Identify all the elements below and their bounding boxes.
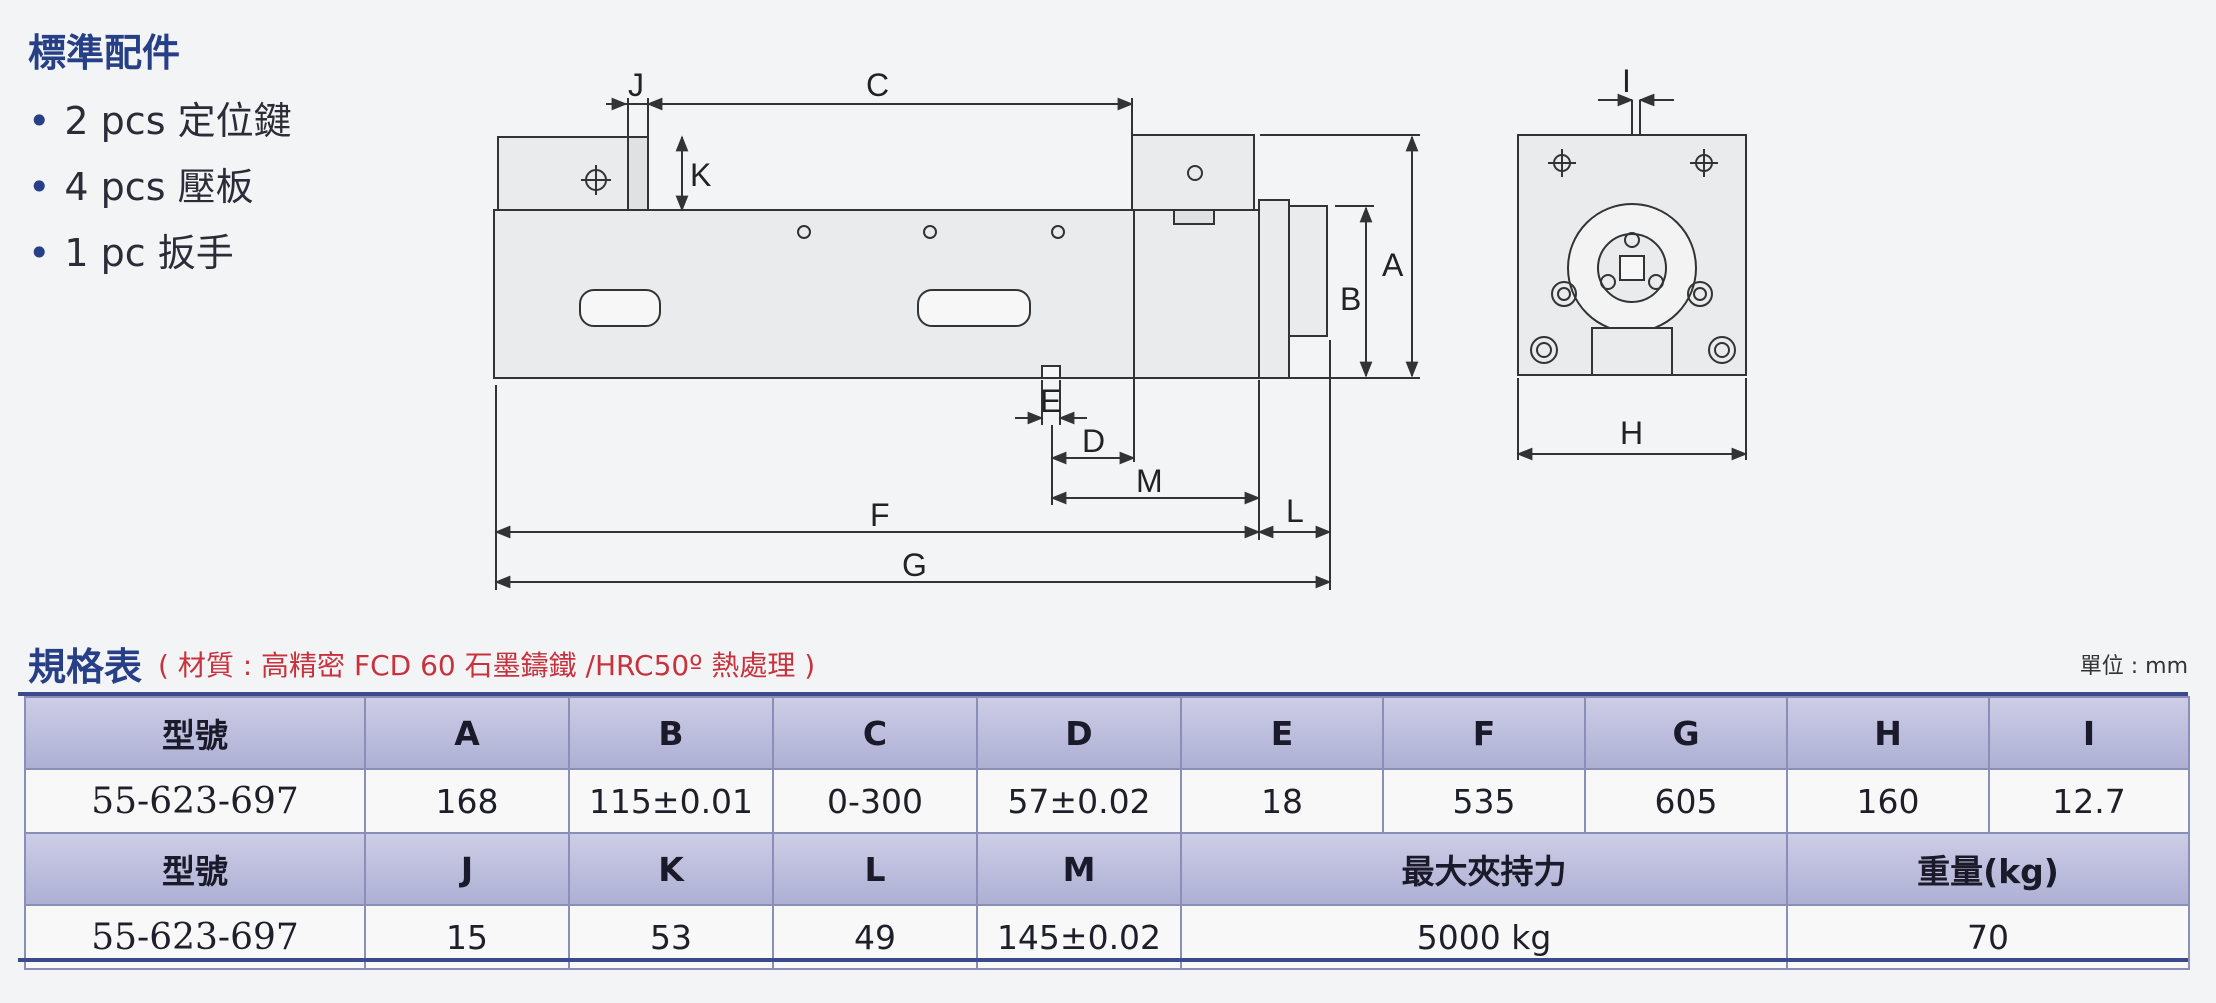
- accessory-text: 1 pc 扳手: [64, 231, 234, 275]
- spec-header: 規格表 ( 材質 : 高精密 FCD 60 石墨鑄鐵 /HRC50º 熱處理 )…: [28, 636, 2188, 692]
- model-cell: 55-623-697: [24, 768, 366, 834]
- dim-label-j: J: [628, 67, 644, 103]
- table-bottom-rule: [18, 958, 2188, 962]
- value-cell: 0-300: [772, 768, 978, 834]
- end-plate: [1258, 199, 1290, 379]
- header-cell-weight: 重量(kg): [1786, 832, 2190, 906]
- header-cell: 型號: [24, 832, 366, 906]
- dim-label-g: G: [902, 547, 927, 583]
- header-cell: F: [1382, 696, 1586, 770]
- bullet-icon: •: [28, 165, 51, 209]
- t-slot: [579, 289, 661, 327]
- dim-label-a: A: [1382, 247, 1404, 283]
- dim-label-f: F: [870, 497, 890, 533]
- dim-label-b: B: [1340, 281, 1361, 317]
- header-cell-clamp-force: 最大夾持力: [1180, 832, 1788, 906]
- value-cell: 160: [1786, 768, 1990, 834]
- table-header-row: 型號 J K L M 最大夾持力 重量(kg): [24, 832, 2190, 906]
- t-slot: [917, 289, 1031, 327]
- value-cell: 18: [1180, 768, 1384, 834]
- accessory-text: 4 pcs 壓板: [64, 165, 254, 209]
- dim-label-i: I: [1622, 63, 1631, 99]
- movable-jaw: [1131, 134, 1255, 211]
- material-note: ( 材質 : 高精密 FCD 60 石墨鑄鐵 /HRC50º 熱處理 ): [158, 649, 816, 682]
- value-cell: 115±0.01: [568, 768, 774, 834]
- header-cell: J: [364, 832, 570, 906]
- table-header-row: 型號 A B C D E F G H I: [24, 696, 2190, 770]
- dim-label-h: H: [1620, 415, 1643, 451]
- header-cell: A: [364, 696, 570, 770]
- accessories-panel: 標準配件 • 2 pcs 定位鍵 • 4 pcs 壓板 • 1 pc 扳手: [28, 22, 388, 297]
- technical-drawing: J C K A B E D M F L G I H: [493, 63, 1748, 590]
- dim-label-k: K: [690, 157, 711, 193]
- value-cell: 605: [1584, 768, 1788, 834]
- dim-label-d: D: [1082, 423, 1105, 459]
- header-cell: B: [568, 696, 774, 770]
- fixed-jaw: [497, 136, 649, 211]
- header-cell: D: [976, 696, 1182, 770]
- accessory-text: 2 pcs 定位鍵: [64, 99, 292, 143]
- spec-table: 型號 A B C D E F G H I 55-623-697 168 115±…: [24, 696, 2190, 970]
- bullet-icon: •: [28, 99, 51, 143]
- value-cell: 57±0.02: [976, 768, 1182, 834]
- value-cell: 168: [364, 768, 570, 834]
- dim-label-c: C: [866, 67, 889, 103]
- header-cell: I: [1988, 696, 2190, 770]
- header-cell: C: [772, 696, 978, 770]
- header-cell: K: [568, 832, 774, 906]
- table-row: 55-623-697 168 115±0.01 0-300 57±0.02 18…: [24, 768, 2190, 834]
- header-cell: 型號: [24, 696, 366, 770]
- header-cell: H: [1786, 696, 1990, 770]
- accessories-title: 標準配件: [28, 31, 181, 75]
- dim-label-l: L: [1286, 493, 1304, 529]
- value-cell: 12.7: [1988, 768, 2190, 834]
- accessory-item: • 1 pc 扳手: [28, 231, 388, 275]
- value-cell: 535: [1382, 768, 1586, 834]
- dim-label-e: E: [1040, 383, 1061, 419]
- table-top-rule: [18, 692, 2188, 696]
- end-cap: [1288, 205, 1328, 337]
- header-cell: M: [976, 832, 1182, 906]
- spec-title: 規格表: [28, 645, 143, 689]
- unit-label: 單位 : mm: [2079, 654, 2188, 679]
- dim-label-m: M: [1136, 463, 1163, 499]
- accessory-item: • 4 pcs 壓板: [28, 165, 388, 209]
- accessory-item: • 2 pcs 定位鍵: [28, 99, 388, 143]
- bullet-icon: •: [28, 231, 51, 275]
- header-cell: G: [1584, 696, 1788, 770]
- header-cell: E: [1180, 696, 1384, 770]
- header-cell: L: [772, 832, 978, 906]
